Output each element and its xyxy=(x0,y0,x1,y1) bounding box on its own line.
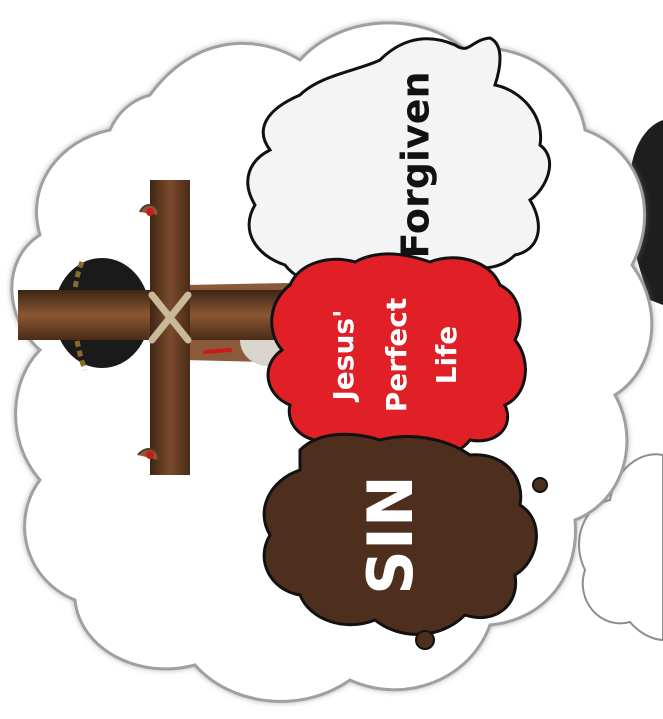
cross-beam-short xyxy=(150,180,190,475)
wound-mark xyxy=(205,350,230,352)
splat-perfect-life: Jesus' Perfect Life xyxy=(268,254,525,458)
splat-sin-label: SIN xyxy=(354,475,427,595)
splat-perfect-life-line-2: Perfect xyxy=(380,298,413,412)
splat-perfect-life-line-1: Jesus' xyxy=(327,309,360,402)
splat-forgiven-label: Forgiven xyxy=(394,71,438,258)
splat-perfect-life-line-3: Life xyxy=(430,326,463,385)
